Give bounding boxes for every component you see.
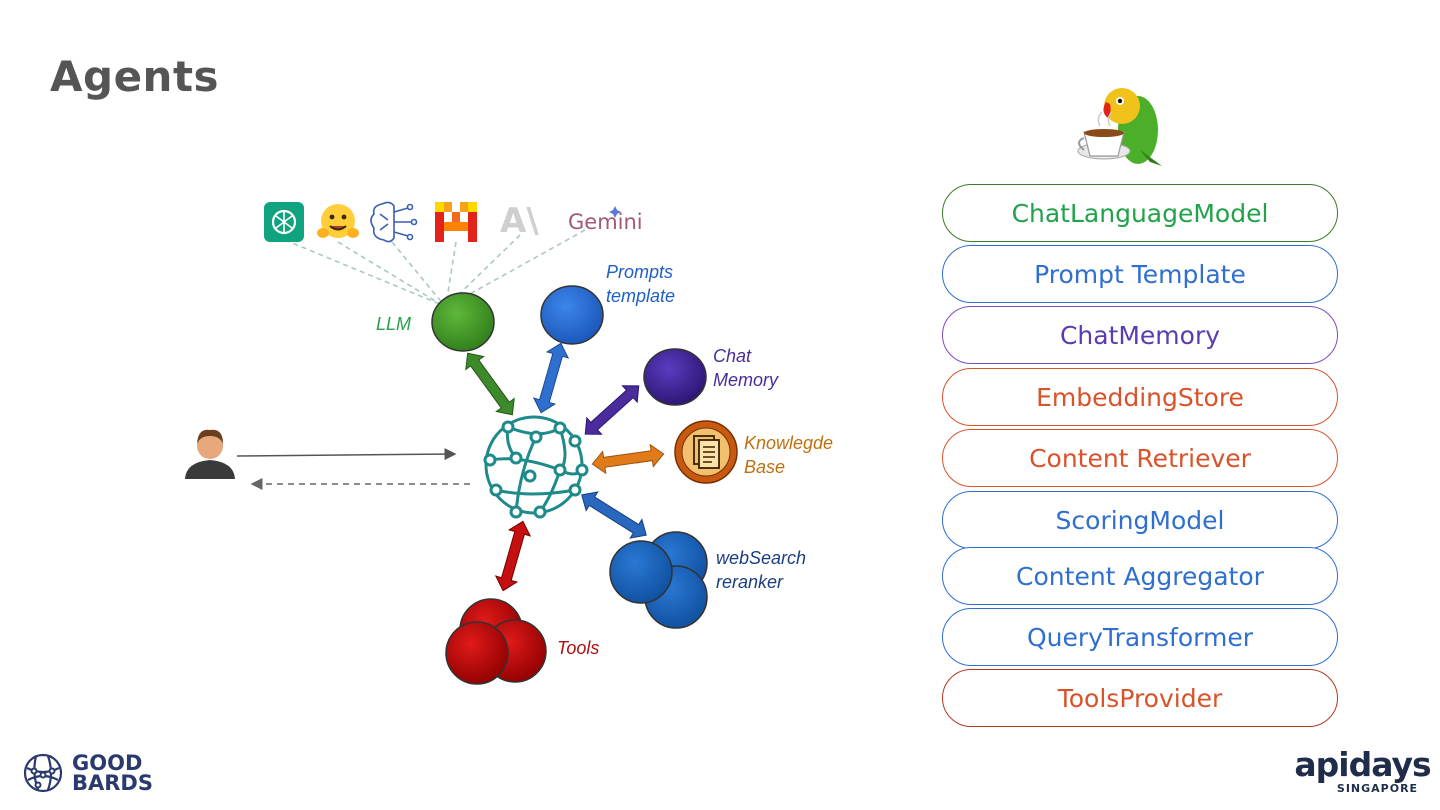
chat-memory-node — [643, 348, 707, 406]
apidays-wordmark: apidays — [1294, 745, 1431, 784]
gemini-icon: Gemini — [568, 206, 643, 234]
component-pill: ChatLanguageModel — [942, 184, 1338, 242]
prompts-label: Prompts template — [606, 262, 678, 306]
websearch-node — [609, 531, 708, 629]
component-pill: QueryTransformer — [942, 608, 1338, 666]
component-pill: ChatMemory — [942, 306, 1338, 364]
arrow-knowledge-base — [591, 443, 665, 475]
user-request-arrow — [236, 448, 457, 461]
agent-network-icon — [483, 415, 589, 519]
goodbards-word-1: GOOD — [72, 751, 143, 775]
huggingface-icon — [317, 204, 359, 238]
llm-node — [431, 292, 495, 352]
langchain4j-parrot-icon — [1077, 88, 1162, 166]
knowledge-base-label: Knowlegde Base — [744, 433, 838, 477]
page-title: Agents — [50, 52, 220, 101]
component-pill: EmbeddingStore — [942, 368, 1338, 426]
websearch-label: webSearch reranker — [716, 548, 811, 592]
tools-node — [445, 598, 547, 685]
arrow-chat-memory — [584, 385, 640, 435]
user-icon — [185, 429, 235, 479]
prompts-node — [540, 285, 604, 345]
arrow-llm — [465, 352, 515, 416]
component-pill: ToolsProvider — [942, 669, 1338, 727]
component-pill: ScoringModel — [942, 491, 1338, 549]
component-pill: Prompt Template — [942, 245, 1338, 303]
apidays-location: SINGAPORE — [1336, 782, 1419, 795]
arrow-prompts — [532, 342, 570, 414]
goodbards-logo: GOOD BARDS — [22, 752, 153, 794]
apidays-logo: apidays SINGAPORE — [1290, 745, 1435, 796]
arrow-tools — [494, 520, 532, 592]
llm-label: LLM — [376, 314, 411, 334]
svg-text:A\: A\ — [500, 201, 539, 241]
component-pill: Content Aggregator — [942, 547, 1338, 605]
arrow-websearch — [581, 491, 647, 539]
chat-memory-label: Chat Memory — [713, 346, 779, 390]
tools-label: Tools — [557, 638, 599, 658]
svg-text:Gemini: Gemini — [568, 210, 643, 234]
goodbards-globe-icon — [23, 753, 63, 793]
anthropic-icon: A\ — [500, 201, 539, 241]
mistral-icon — [435, 202, 477, 242]
neural-brain-icon — [370, 201, 418, 243]
openai-icon — [264, 202, 304, 242]
component-pill: Content Retriever — [942, 429, 1338, 487]
goodbards-word-2: BARDS — [72, 771, 153, 795]
knowledge-base-node — [674, 420, 738, 484]
